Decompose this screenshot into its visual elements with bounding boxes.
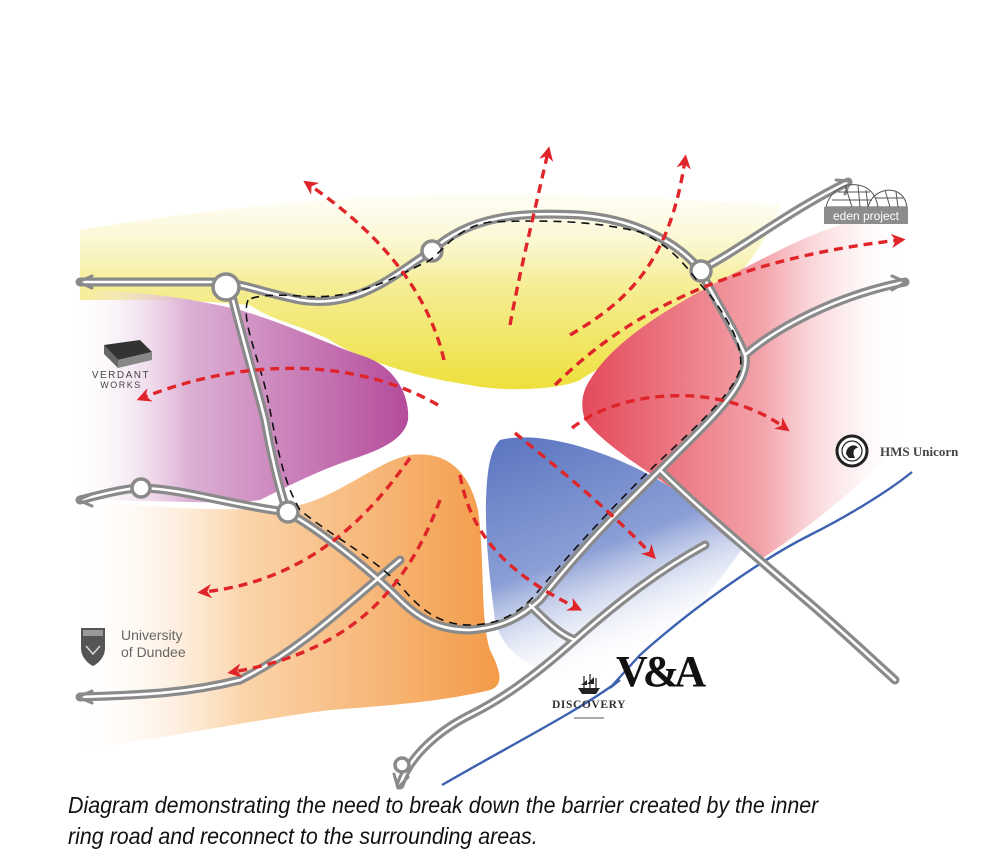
- landmark-university-of-dundee: University of Dundee: [81, 627, 186, 666]
- roundabout-southwest: [276, 500, 300, 524]
- landmark-verdant-works: VERDANT WORKS: [92, 340, 152, 390]
- road-arrow-south: [392, 772, 410, 790]
- zone-south-blue: [485, 437, 745, 678]
- arrow-east-out: [570, 394, 790, 432]
- verdant-works-line2: WORKS: [100, 380, 142, 390]
- crest-shield-icon: [81, 628, 105, 666]
- arrow-north-center-in: [553, 233, 906, 387]
- arrow-sw-out-2: [227, 499, 442, 678]
- roundabout-west-lower: [130, 477, 152, 499]
- roundabout-south: [393, 756, 411, 774]
- caption-line-2: ring road and reconnect to the surroundi…: [68, 823, 538, 849]
- road-network: [75, 177, 910, 790]
- arrow-north-3: [569, 154, 691, 337]
- arrow-west-out: [136, 366, 439, 407]
- arrow-south-diagonal: [513, 431, 656, 560]
- landmark-discovery: DISCOVERY: [552, 674, 626, 719]
- roundabout-west: [211, 272, 241, 302]
- river-line: [441, 471, 913, 787]
- va-label: V&A: [616, 647, 706, 696]
- geodesic-dome-icon: [825, 184, 908, 208]
- arrow-north-2: [508, 146, 554, 326]
- university-line2: of Dundee: [121, 644, 186, 660]
- discovery-label: DISCOVERY: [552, 699, 626, 711]
- landmark-eden-project: eden project: [824, 184, 908, 224]
- landmark-va: V&A: [616, 647, 711, 696]
- university-line1: University: [121, 627, 182, 643]
- road-arrow-west: [76, 274, 94, 290]
- landmark-hms-unicorn: HMS Unicorn: [835, 434, 959, 468]
- tall-ship-icon: [578, 674, 600, 694]
- verdant-works-line1: VERDANT: [92, 370, 150, 381]
- road-arrow-southwest: [76, 689, 94, 705]
- roundabout-northeast: [689, 259, 713, 283]
- zones: [70, 193, 910, 750]
- zone-west-purple: [70, 290, 409, 503]
- arrow-north-1: [303, 180, 446, 361]
- figure-caption: Diagram demonstrating the need to break …: [68, 790, 905, 852]
- eden-project-label: eden project: [833, 209, 900, 223]
- inner-ring-barrier-line: [245, 220, 742, 626]
- roundabout-north: [420, 239, 444, 263]
- zone-southwest-orange: [70, 454, 500, 750]
- building-icon: [104, 340, 152, 368]
- hms-unicorn-label: HMS Unicorn: [880, 444, 959, 459]
- road-arrow-east: [890, 274, 908, 292]
- ship-emblem-icon: [835, 434, 869, 468]
- connection-arrows: [136, 146, 906, 678]
- arrow-sw-out-1: [197, 457, 412, 599]
- caption-line-1: Diagram demonstrating the need to break …: [68, 792, 819, 818]
- road-arrow-west-lower: [76, 492, 94, 508]
- arrow-south-ring: [458, 474, 583, 611]
